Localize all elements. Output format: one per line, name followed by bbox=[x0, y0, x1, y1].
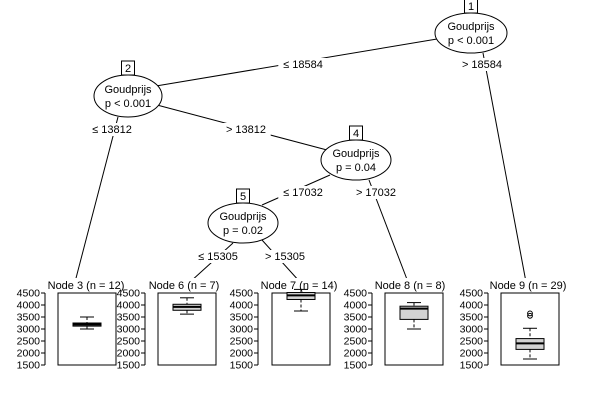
node-p-value: p = 0.04 bbox=[336, 162, 376, 174]
inner-node-4: Goudprijs p = 0.04 4 bbox=[320, 125, 392, 181]
terminal-label-bg bbox=[137, 278, 231, 291]
terminal-node-7: Node 7 (n = 14) 4500400035003000250020001… bbox=[230, 278, 349, 372]
node-ellipse bbox=[320, 139, 392, 181]
y-tick-label: 4000 bbox=[17, 300, 41, 312]
y-tick-label: 2000 bbox=[17, 348, 41, 360]
terminal-label: Node 7 (n = 14) bbox=[261, 280, 338, 292]
y-tick-label: 1500 bbox=[117, 360, 141, 372]
node-ellipse bbox=[434, 12, 508, 54]
node-id-box bbox=[464, 0, 478, 14]
y-tick-label: 2500 bbox=[117, 336, 141, 348]
y-tick-label: 4500 bbox=[117, 288, 141, 300]
node-variable: Goudprijs bbox=[219, 211, 267, 223]
node-variable: Goudprijs bbox=[104, 84, 152, 96]
terminal-node-9: Node 9 (n = 29) 4500400035003000250020001… bbox=[460, 278, 578, 372]
y-tick-label: 3000 bbox=[460, 324, 484, 336]
y-tick-label: 2000 bbox=[460, 348, 484, 360]
split-label-bg bbox=[260, 250, 310, 263]
split-label-bg bbox=[351, 186, 401, 199]
y-tick-label: 3000 bbox=[230, 324, 254, 336]
terminal-label: Node 9 (n = 29) bbox=[490, 280, 567, 292]
y-tick-label: 4000 bbox=[460, 300, 484, 312]
y-tick-label: 1500 bbox=[460, 360, 484, 372]
y-tick-label: 4500 bbox=[460, 288, 484, 300]
node-ellipse bbox=[207, 202, 279, 244]
terminal-label: Node 8 (n = 8) bbox=[375, 280, 446, 292]
y-tick-label: 3000 bbox=[117, 324, 141, 336]
y-tick-label: 3000 bbox=[344, 324, 368, 336]
split-label-bg bbox=[221, 123, 271, 136]
terminal-label: Node 6 (n = 7) bbox=[149, 280, 220, 292]
terminal-node-6: Node 6 (n = 7) 45004000350030002500200015… bbox=[117, 278, 231, 372]
y-tick-label: 3000 bbox=[17, 324, 41, 336]
node-id-box bbox=[236, 188, 250, 204]
inner-node-1: Goudprijs p < 0.001 1 bbox=[434, 0, 508, 54]
y-tick-label: 3500 bbox=[17, 312, 41, 324]
y-tick-label: 4500 bbox=[230, 288, 254, 300]
outlier-point bbox=[527, 312, 533, 319]
y-tick-label: 4000 bbox=[230, 300, 254, 312]
split-label-bg bbox=[193, 250, 243, 263]
node-id-box bbox=[349, 125, 363, 141]
node-id: 2 bbox=[125, 63, 131, 75]
node-p-value: p = 0.02 bbox=[223, 225, 263, 237]
node-id: 4 bbox=[353, 128, 359, 140]
y-tick-label: 3500 bbox=[344, 312, 368, 324]
split-label-2-3: ≤ 13812 bbox=[92, 124, 132, 136]
inner-node-5: Goudprijs p = 0.02 5 bbox=[207, 188, 279, 244]
boxplot-panel bbox=[271, 292, 331, 366]
split-label-4-5: ≤ 17032 bbox=[283, 187, 323, 199]
node-variable: Goudprijs bbox=[332, 148, 380, 160]
split-label-2-4: > 13812 bbox=[226, 124, 266, 136]
y-tick-label: 4000 bbox=[344, 300, 368, 312]
split-label-1-9: > 18584 bbox=[462, 59, 502, 71]
node-id: 1 bbox=[468, 1, 474, 13]
node-variable: Goudprijs bbox=[447, 21, 495, 33]
y-tick-label: 1500 bbox=[17, 360, 41, 372]
terminal-label: Node 3 (n = 12) bbox=[48, 280, 125, 292]
split-label-4-8: > 17032 bbox=[356, 187, 396, 199]
split-label-1-2: ≤ 18584 bbox=[283, 59, 323, 71]
y-tick-label: 3500 bbox=[460, 312, 484, 324]
y-tick-label: 2000 bbox=[230, 348, 254, 360]
terminal-label-bg bbox=[478, 278, 578, 291]
y-tick-label: 2000 bbox=[117, 348, 141, 360]
y-tick-label: 3500 bbox=[230, 312, 254, 324]
node-p-value: p < 0.001 bbox=[105, 98, 151, 110]
inner-node-2: Goudprijs p < 0.001 2 bbox=[93, 60, 163, 118]
split-label-bg bbox=[87, 123, 137, 136]
node-id-box bbox=[121, 60, 135, 76]
node-id: 5 bbox=[240, 191, 246, 203]
y-tick-label: 4500 bbox=[344, 288, 368, 300]
y-tick-label: 1500 bbox=[230, 360, 254, 372]
y-tick-label: 2500 bbox=[460, 336, 484, 348]
y-tick-label: 4500 bbox=[17, 288, 41, 300]
split-label-5-7: > 15305 bbox=[265, 251, 305, 263]
y-tick-label: 2500 bbox=[17, 336, 41, 348]
terminal-node-8: Node 8 (n = 8) 45004000350030002500200015… bbox=[344, 278, 457, 372]
y-tick-label: 1500 bbox=[344, 360, 368, 372]
node-ellipse bbox=[93, 74, 163, 118]
y-tick-label: 3500 bbox=[117, 312, 141, 324]
edge-2-3 bbox=[74, 116, 119, 283]
split-label-5-6: ≤ 15305 bbox=[198, 251, 238, 263]
y-tick-label: 2500 bbox=[344, 336, 368, 348]
split-label-bg bbox=[278, 186, 328, 199]
y-tick-label: 2000 bbox=[344, 348, 368, 360]
y-tick-label: 4000 bbox=[117, 300, 141, 312]
node-p-value: p < 0.001 bbox=[448, 35, 494, 47]
terminal-label-bg bbox=[36, 278, 136, 291]
outlier-point bbox=[527, 310, 533, 317]
terminal-node-3: Node 3 (n = 12) 4500400035003000250020001… bbox=[17, 278, 136, 372]
y-tick-label: 2500 bbox=[230, 336, 254, 348]
terminal-label-bg bbox=[363, 278, 457, 291]
split-label-bg bbox=[457, 58, 507, 71]
split-label-bg bbox=[278, 58, 328, 71]
terminal-label-bg bbox=[249, 278, 349, 291]
edge-1-9 bbox=[482, 52, 527, 283]
